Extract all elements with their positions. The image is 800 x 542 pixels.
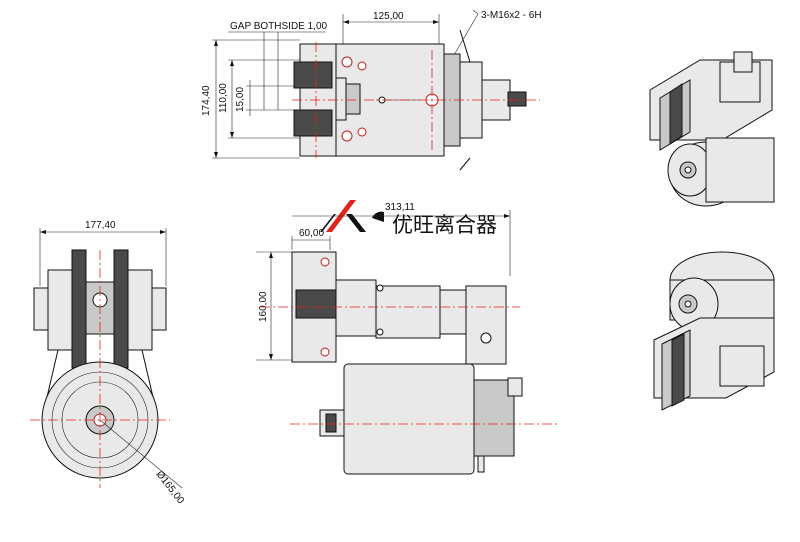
gap-height-dimension: 15,00 — [235, 87, 246, 112]
top-view: 125,00 GAP BOTHSIDE 1,00 3-M16x2 - 6H 17… — [201, 9, 542, 171]
gap-dimension-label: GAP BOTHSIDE 1,00 — [230, 21, 328, 32]
iso-view-bottom — [653, 251, 775, 411]
inner-height-dimension: 110,00 — [218, 83, 229, 113]
brand-logo: 优旺离合器 — [320, 200, 497, 237]
left-view: 177,40 Ø165,00 — [30, 220, 186, 506]
side-height-dimension: 160,00 — [258, 291, 269, 322]
iso-view-top — [649, 51, 775, 207]
total-height-dimension: 174,40 — [201, 85, 212, 116]
thread-callout: 3-M16x2 - 6H — [481, 10, 542, 21]
left-width-dimension: 177,40 — [85, 220, 116, 231]
brand-name-cn: 优旺离合器 — [392, 213, 497, 237]
side-flange-width-dimension: 60,00 — [299, 228, 324, 239]
side-view: 优旺离合器 313,11 60,00 160,00 — [256, 200, 560, 475]
top-width-dimension: 125,00 — [373, 11, 404, 22]
side-total-width-dimension: 313,11 — [385, 202, 415, 213]
